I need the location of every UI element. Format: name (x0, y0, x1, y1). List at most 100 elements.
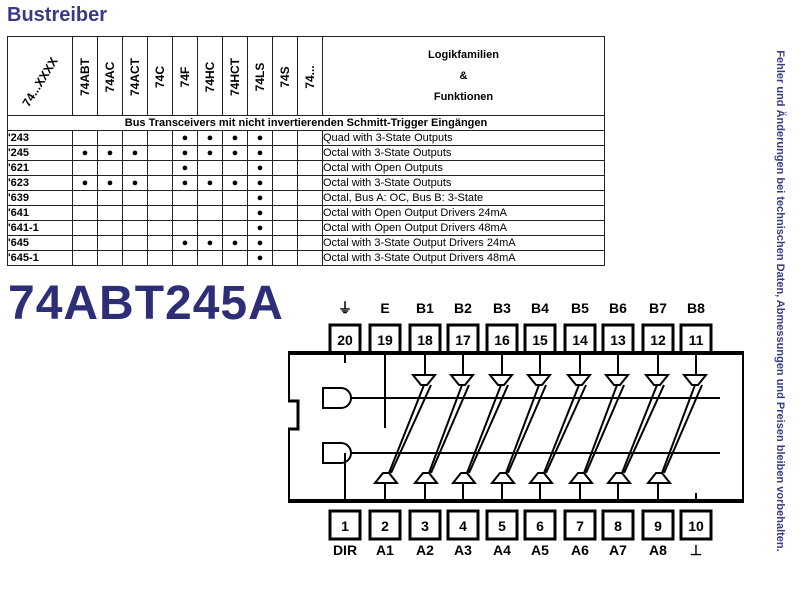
disclaimer-note: Fehler und Änderungen bei technischen Da… (760, 6, 800, 596)
availability-dot: ● (72, 145, 98, 161)
b-driver-triangle (448, 374, 476, 386)
empty-cell (297, 130, 323, 146)
pin-label: ⊥ (690, 542, 702, 558)
availability-dot: ● (172, 160, 198, 176)
part-number-cell: '243 (7, 130, 73, 146)
pin-number: 8 (614, 518, 622, 534)
function-cell: Octal with 3-State Outputs (322, 145, 605, 161)
cross-line (505, 384, 540, 474)
function-cell: Octal with Open Outputs (322, 160, 605, 176)
b-driver-triangle (643, 374, 671, 386)
availability-dot: ● (247, 160, 273, 176)
part-number-title: 74ABT245A (8, 277, 284, 330)
empty-cell (122, 205, 148, 221)
a-driver-triangle (489, 472, 517, 484)
pin-box (679, 509, 713, 541)
empty-cell (297, 145, 323, 161)
cross-line (623, 384, 665, 474)
function-cell: Octal, Bus A: OC, Bus B: 3-State (322, 190, 605, 206)
pin-label: E (380, 300, 389, 316)
a-driver-triangle (450, 472, 478, 484)
empty-cell (272, 220, 298, 236)
empty-cell (272, 190, 298, 206)
empty-cell (97, 130, 123, 146)
table-row: '641-1●Octal with Open Output Drivers 48… (7, 220, 605, 236)
ic-internal-logic (322, 353, 720, 501)
pin-box (601, 509, 635, 541)
empty-cell (97, 190, 123, 206)
empty-cell (122, 130, 148, 146)
column-header-label: 74LS (253, 62, 267, 92)
empty-cell (272, 175, 298, 191)
page-title: Bustreiber (7, 4, 108, 26)
column-header-label: 74C (153, 65, 167, 89)
empty-cell (72, 160, 98, 176)
pin-number: 7 (576, 518, 584, 534)
b-driver-triangle (681, 374, 709, 386)
cross-line (388, 384, 425, 474)
empty-cell (297, 250, 323, 266)
availability-dot: ● (172, 145, 198, 161)
column-header-label: 74AC (103, 61, 117, 93)
column-header-cell: 74ACT (122, 36, 148, 116)
b-driver-triangle (565, 374, 593, 386)
availability-dot: ● (222, 235, 248, 251)
availability-dot: ● (122, 175, 148, 191)
pin-label: A5 (531, 542, 549, 558)
part-number-cell: '639 (7, 190, 73, 206)
pin-box (485, 509, 519, 541)
availability-dot: ● (222, 145, 248, 161)
empty-cell (122, 235, 148, 251)
empty-cell (147, 190, 173, 206)
function-header-line: Logikfamilien (428, 48, 499, 61)
pin-label: B1 (416, 300, 434, 316)
function-header-cell: Logikfamilien&Funktionen (322, 36, 605, 116)
part-number-cell: '621 (7, 160, 73, 176)
empty-cell (147, 205, 173, 221)
pin-number: 16 (494, 332, 510, 348)
empty-cell (197, 220, 223, 236)
cross-line (428, 384, 463, 474)
a-driver-triangle (372, 472, 400, 484)
b-driver-triangle (525, 374, 553, 386)
cross-line (466, 384, 502, 474)
empty-cell (272, 160, 298, 176)
empty-cell (272, 235, 298, 251)
empty-cell (222, 250, 248, 266)
pin-number: 2 (381, 518, 389, 534)
b-driver-triangle (487, 374, 515, 386)
availability-dot: ● (97, 175, 123, 191)
pin-number: 5 (498, 518, 506, 534)
pin-number: 15 (532, 332, 548, 348)
ic-pinout-svg: 20⏚19E18B117B216B315B414B513B612B711B81D… (282, 300, 746, 558)
availability-dot: ● (172, 130, 198, 146)
pin-box (523, 323, 557, 355)
empty-cell (222, 160, 248, 176)
availability-dot: ● (197, 235, 223, 251)
column-header-cell: 74C (147, 36, 173, 116)
pin-label: A6 (571, 542, 589, 558)
cross-line (468, 384, 509, 474)
table-row: '645-1●Octal with 3-State Output Drivers… (7, 250, 605, 266)
column-header-label: 74S (278, 66, 292, 88)
availability-dot: ● (72, 175, 98, 191)
empty-cell (197, 205, 223, 221)
function-cell: Octal with Open Output Drivers 24mA (322, 205, 605, 221)
empty-cell (97, 235, 123, 251)
pin-box (641, 509, 675, 541)
empty-cell (147, 130, 173, 146)
pin-number: 3 (421, 518, 429, 534)
pin-box (563, 509, 597, 541)
empty-cell (147, 235, 173, 251)
empty-cell (72, 205, 98, 221)
pin-number: 9 (654, 518, 662, 534)
pin-box (328, 509, 362, 541)
empty-cell (97, 220, 123, 236)
availability-dot: ● (247, 235, 273, 251)
enable-gate (322, 387, 352, 409)
empty-cell (147, 220, 173, 236)
empty-cell (122, 190, 148, 206)
column-header-label: 74HCT (228, 57, 242, 97)
empty-cell (72, 235, 98, 251)
